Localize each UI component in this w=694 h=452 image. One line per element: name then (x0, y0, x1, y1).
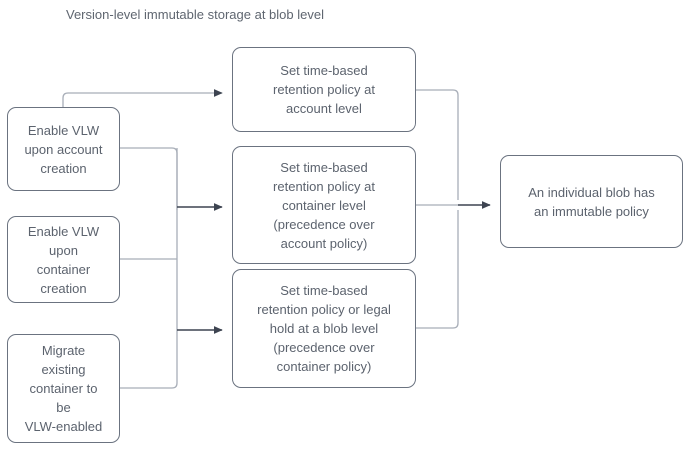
node-label: Set time-based retention policy at conta… (273, 159, 375, 251)
node-label: An individual blob has an immutable poli… (528, 184, 655, 219)
node-enable-vlw-container[interactable]: Enable VLW upon container creation (7, 216, 120, 303)
node-label: Set time-based retention policy at accou… (273, 63, 375, 116)
page-title: Version-level immutable storage at blob … (66, 7, 324, 22)
node-label: Set time-based retention policy or legal… (257, 283, 391, 374)
node-label: Migrate existing container to be VLW-ena… (24, 343, 103, 434)
node-label: Enable VLW upon container creation (27, 223, 100, 296)
edge-migrate-to-trunk (120, 332, 178, 389)
node-retention-policy-account-level[interactable]: Set time-based retention policy at accou… (232, 47, 416, 132)
edge-enable-account-to-trunk (120, 147, 178, 204)
edge-account-policy-to-junction (416, 89, 459, 200)
edge-blob-policy-to-junction (416, 210, 459, 329)
node-retention-policy-blob-level[interactable]: Set time-based retention policy or legal… (232, 269, 416, 388)
node-individual-blob-immutable-policy[interactable]: An individual blob has an immutable poli… (500, 155, 683, 248)
node-label: Enable VLW upon account creation (24, 122, 103, 176)
node-retention-policy-container-level[interactable]: Set time-based retention policy at conta… (232, 146, 416, 264)
node-enable-vlw-account[interactable]: Enable VLW upon account creation (7, 107, 120, 191)
node-migrate-existing-container[interactable]: Migrate existing container to be VLW-ena… (7, 334, 120, 443)
edge-enable-account-to-account-policy (62, 89, 223, 107)
